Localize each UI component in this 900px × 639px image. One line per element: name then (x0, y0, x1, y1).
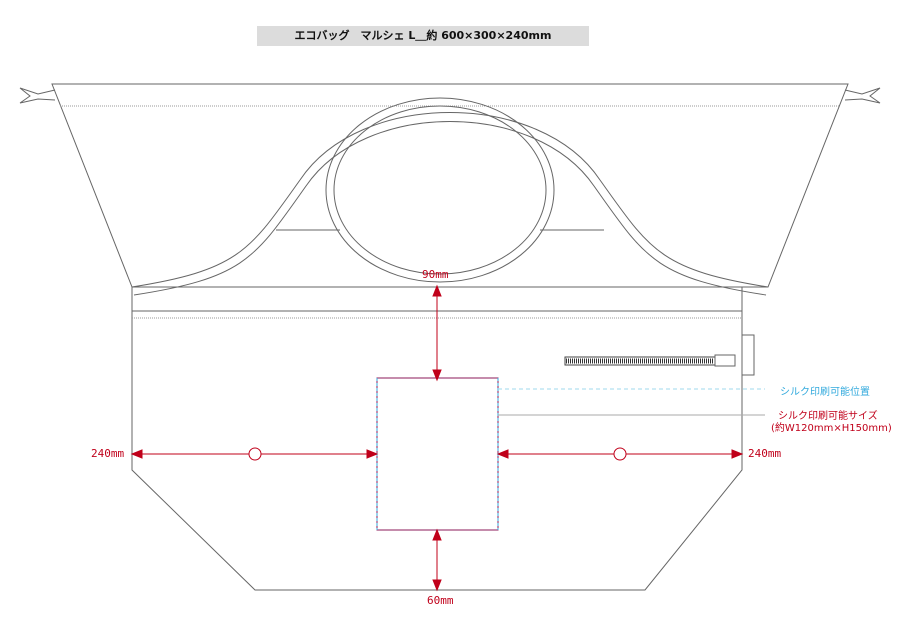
center-mark-right (613, 447, 627, 461)
handle-outer (131, 112, 769, 288)
print-size-note: シルク印刷可能サイズ (778, 411, 878, 422)
print-size-detail: (約W120mm×H150mm) (771, 423, 892, 434)
bag-top-outline (51, 83, 849, 288)
drawing-title: エコバッグ マルシェ L＿約 600×300×240mm (257, 26, 589, 46)
dimension-left: 240mm (91, 447, 125, 460)
dimension-bottom: 60mm (427, 594, 454, 607)
center-mark-left (248, 447, 262, 461)
dimension-right: 240mm (748, 447, 782, 460)
dimension-top: 90mm (422, 268, 449, 281)
drawstring-left-icon (19, 87, 56, 104)
print-area-box (376, 377, 499, 531)
drawstring-right-icon (844, 87, 881, 104)
bag-body-outline (131, 287, 743, 591)
handle-hole (325, 97, 555, 283)
print-position-note: シルク印刷可能位置 (780, 387, 870, 398)
side-tab (741, 334, 755, 376)
